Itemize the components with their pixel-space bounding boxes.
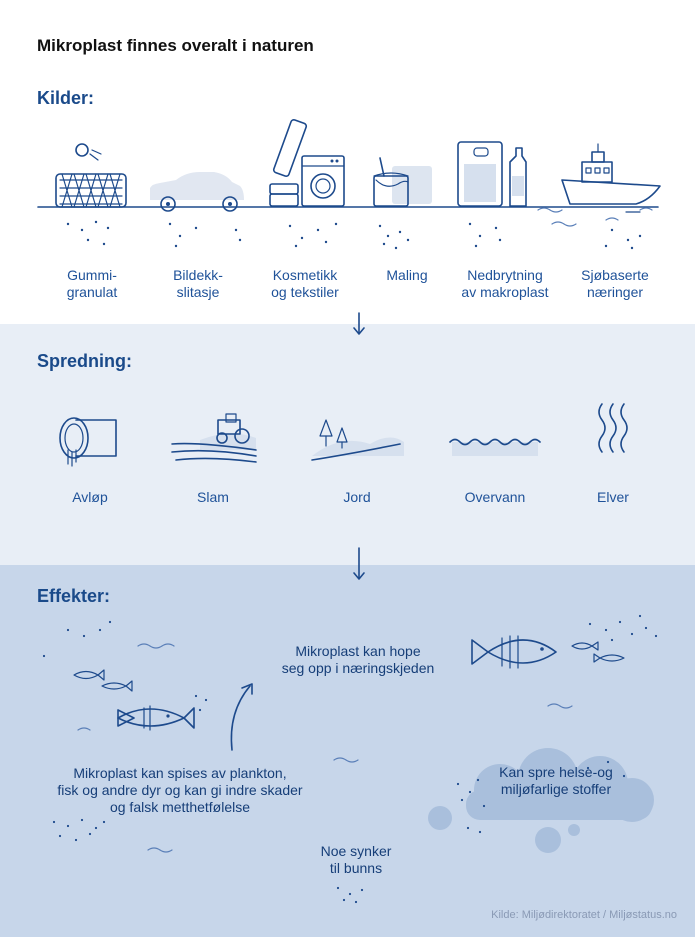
- pipe-icon: [59, 417, 117, 467]
- effect-eaten: Mikroplast kan spises av plankton, fisk …: [57, 765, 303, 815]
- source-credit: Kilde: Miljødirektoratet / Miljøstatus.n…: [491, 909, 677, 921]
- wave-3: [333, 757, 359, 763]
- effect-sinks: Noe synker til bunns: [320, 843, 392, 876]
- kilder-illustration: [37, 118, 661, 250]
- curved-arrow-icon: [230, 683, 253, 751]
- spredning-label-5: Elver: [597, 489, 629, 505]
- kilder-label-1: Gummi- granulat: [66, 267, 118, 300]
- car-tire-icon: [150, 172, 244, 212]
- wave-4: [147, 847, 173, 853]
- kilder-label-3: Kosmetikk og tekstiler: [271, 267, 339, 300]
- kilder-label-5: Nedbrytning av makroplast: [461, 267, 549, 300]
- microplastic-particles-effekter: [42, 614, 658, 904]
- spredning-illustration: [59, 403, 628, 467]
- kilder-label-4: Maling: [386, 267, 428, 283]
- small-fish-right-icon: [571, 641, 625, 663]
- kilder-label-6: Sjøbaserte næringer: [581, 267, 649, 300]
- spredning-label-1: Avløp: [72, 489, 108, 505]
- page-title: Mikroplast finnes overalt i naturen: [37, 36, 314, 55]
- large-fish-icon: [471, 635, 557, 669]
- plastic-container-icon: [457, 141, 527, 207]
- arrow-down-icon: [353, 312, 365, 335]
- section-heading-effekter: Effekter:: [37, 586, 111, 606]
- fish-icon: [117, 705, 195, 731]
- section-heading-kilder: Kilder:: [37, 88, 95, 108]
- toxin-cloud-icon: [428, 748, 654, 853]
- wave-2: [547, 703, 573, 709]
- effekter-band: [0, 565, 695, 937]
- spredning-label-3: Jord: [343, 489, 371, 505]
- small-fish-icon: [73, 669, 133, 692]
- cosmetics-washer-icon: [269, 118, 345, 207]
- section-heading-spredning: Spredning:: [37, 351, 132, 371]
- kilder-label-2: Bildekk- slitasje: [173, 267, 223, 300]
- water-surface-icon: [449, 438, 541, 456]
- trees-icon: [311, 419, 404, 461]
- wave-1: [137, 643, 175, 649]
- rubber-granulate-icon: [55, 143, 127, 208]
- tractor-icon: [171, 413, 257, 463]
- spredning-label-2: Slam: [197, 489, 229, 505]
- effect-toxins: Kan spre helse-og miljøfarlige stoffer: [499, 764, 613, 797]
- effect-food-chain: Mikroplast kan hope seg opp i næringskje…: [281, 643, 435, 676]
- arrow-down-icon-2: [353, 547, 365, 580]
- spredning-label-4: Overvann: [464, 489, 526, 505]
- river-icon: [598, 403, 628, 453]
- boat-icon: [537, 143, 661, 227]
- effekter-illustration: [42, 614, 658, 904]
- wave-5: [77, 727, 91, 731]
- paint-bucket-icon: [373, 157, 432, 207]
- microplastic-particles: [66, 220, 642, 250]
